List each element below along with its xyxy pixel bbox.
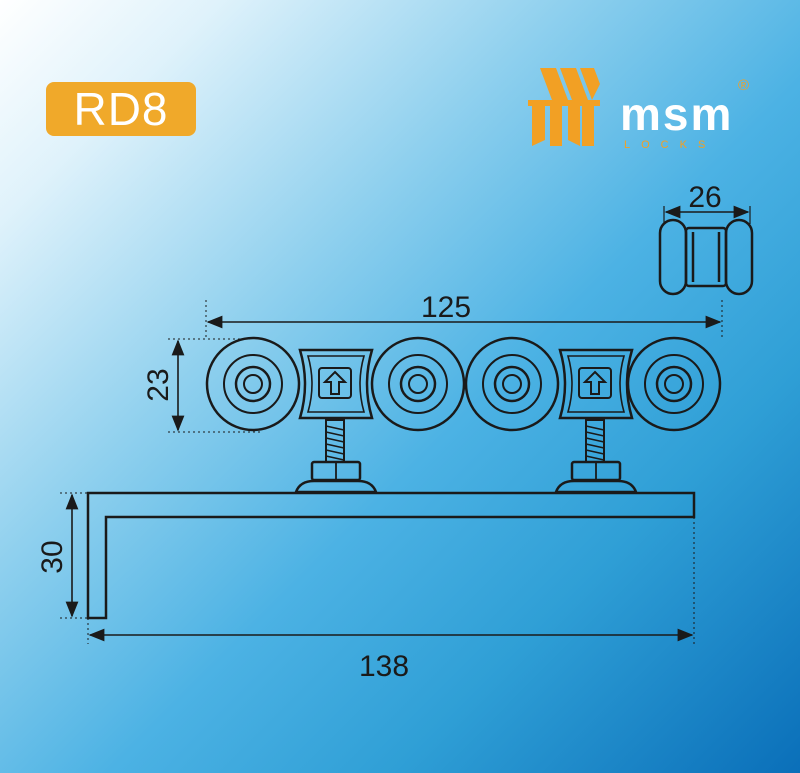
dim-bracket-length: 138 [359, 650, 409, 683]
carriage-body-left [298, 348, 374, 420]
registered-mark: ® [738, 77, 749, 94]
brand-subtitle: LOCKS [624, 139, 716, 151]
logo-mark-icon [528, 68, 600, 146]
carriage-body-right [558, 348, 634, 420]
wheel-side-view [658, 205, 754, 296]
up-arrow-icon [318, 367, 352, 399]
brand-name: msm [620, 88, 733, 140]
bracket-length-dimension [87, 517, 695, 644]
threaded-bolt [554, 419, 638, 494]
roller-carriage [205, 336, 722, 494]
bracket-height-dimension [60, 492, 88, 619]
dim-wheel-width: 26 [688, 181, 721, 214]
up-arrow-icon [578, 367, 612, 399]
brand-logo: msm LOCKS ® [528, 68, 749, 151]
carriage-length-dimension [205, 300, 723, 340]
dim-carriage-length: 125 [421, 291, 471, 324]
dim-bracket-height: 30 [36, 540, 69, 573]
roller-wheel [464, 336, 560, 432]
model-badge: RD8 [46, 82, 196, 136]
roller-wheel [370, 336, 466, 432]
roller-wheel [626, 336, 722, 432]
threaded-bolt [294, 419, 378, 494]
mounting-bracket [86, 491, 696, 620]
carriage-height-dimension [168, 338, 262, 433]
roller-wheel [205, 336, 301, 432]
dim-carriage-height: 23 [142, 368, 175, 401]
